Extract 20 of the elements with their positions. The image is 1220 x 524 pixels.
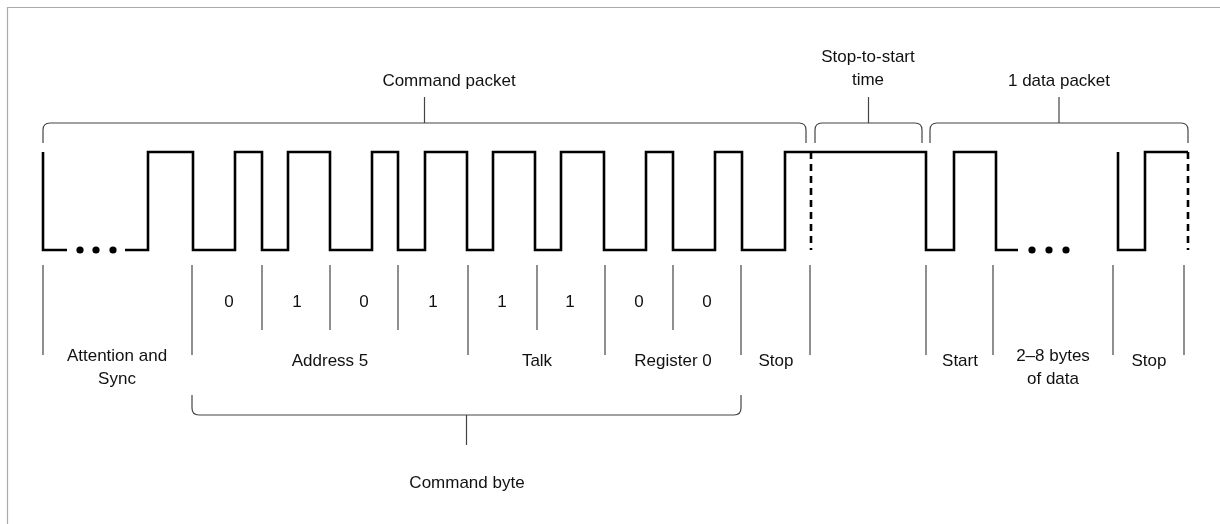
field-label: 2–8 bytes of data	[1015, 345, 1091, 390]
bracket-label: 1 data packet	[1006, 69, 1112, 92]
bit-value: 0	[223, 290, 235, 313]
bit-value: 1	[496, 290, 508, 313]
bit-value: 0	[633, 290, 645, 313]
bracket-label: Command packet	[381, 69, 517, 92]
field-label: Start	[941, 349, 979, 372]
bit-value: 1	[427, 290, 439, 313]
bit-value: 1	[564, 290, 576, 313]
field-label: Attention and Sync	[65, 345, 169, 390]
bracket-label: Stop-to-start time	[820, 46, 916, 91]
field-label: Register 0	[633, 349, 713, 372]
bit-value: 0	[701, 290, 713, 313]
field-label: Address 5	[290, 349, 370, 372]
field-label: Stop	[1130, 349, 1168, 372]
field-label: Stop	[757, 349, 795, 372]
bit-value: 0	[358, 290, 370, 313]
bit-value: 1	[291, 290, 303, 313]
bracket-label: Command byte	[408, 471, 526, 494]
field-label: Talk	[520, 349, 554, 372]
